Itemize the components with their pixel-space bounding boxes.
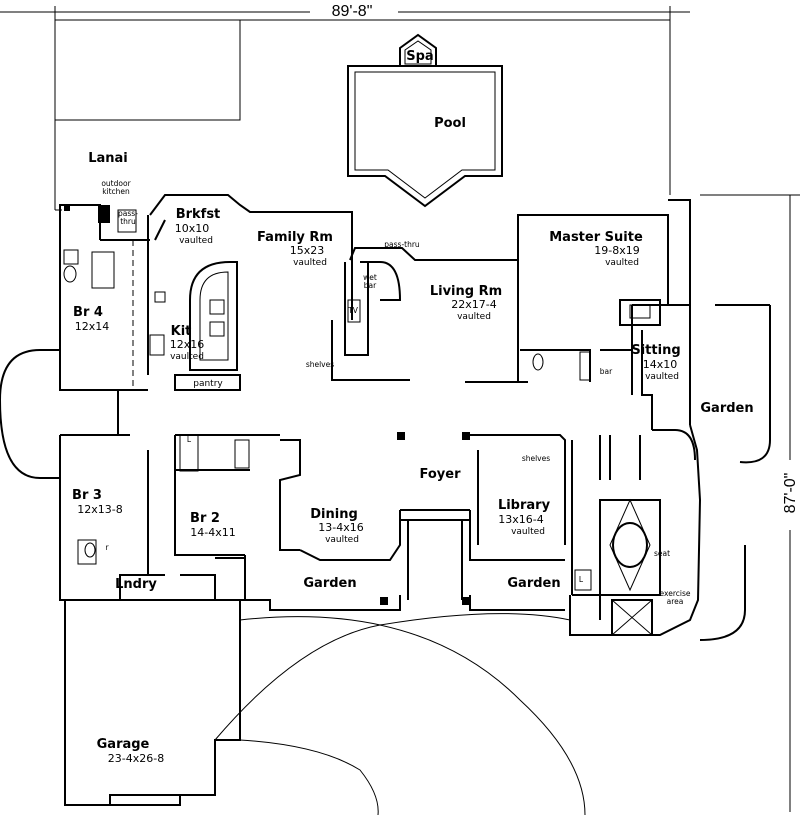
bar-master-label: bar	[600, 367, 613, 376]
lot-outline	[54, 19, 671, 211]
garage-size: 23-4x26-8	[108, 752, 164, 765]
interior-walls: pantry	[60, 215, 696, 636]
lndry-label: Lndry	[115, 577, 157, 592]
library-label: Library	[498, 498, 551, 513]
lanai-label: Lanai	[88, 151, 128, 166]
pass-thru-top-label: pass-thru	[384, 240, 420, 249]
pool-label: Pool	[434, 116, 466, 131]
pantry-label: pantry	[193, 379, 223, 389]
dining-size: 13-4x16	[318, 521, 363, 534]
garden-right-label: Garden	[507, 576, 560, 591]
br2-label: Br 2	[190, 511, 220, 526]
master-suite-note: vaulted	[605, 258, 639, 268]
depth-dimension-label: 87'-0"	[782, 473, 799, 514]
br4-size: 12x14	[75, 320, 110, 333]
tv-label: TV	[347, 306, 359, 315]
sitting-note: vaulted	[645, 372, 679, 382]
garden-east-label: Garden	[700, 401, 753, 416]
sitting-label: Sitting	[631, 343, 680, 358]
living-rm-size: 22x17-4	[451, 298, 496, 311]
brkfst-label: Brkfst	[176, 207, 221, 222]
family-rm-label: Family Rm	[257, 230, 333, 245]
fixtures	[63, 205, 592, 605]
master-suite-label: Master Suite	[549, 230, 643, 245]
pool: Spa Pool	[347, 33, 503, 208]
outdoor-kitchen-label-1: outdoor	[101, 179, 131, 188]
garden-left-label: Garden	[303, 576, 356, 591]
garage	[64, 599, 586, 815]
family-rm-size: 15x23	[290, 244, 325, 257]
shelves-library-label: shelves	[522, 454, 550, 463]
outdoor-kitchen-label-2: kitchen	[102, 187, 130, 196]
living-rm-note: vaulted	[457, 312, 491, 322]
seat-label: seat	[654, 549, 670, 558]
foyer-label: Foyer	[420, 467, 462, 482]
exercise-label-2: area	[667, 597, 684, 606]
garage-label: Garage	[97, 737, 150, 752]
master-suite-size: 19-8x19	[594, 244, 639, 257]
br3-label: Br 3	[72, 488, 102, 503]
pass-thru-label-2: thru	[120, 217, 136, 226]
br3-size: 12x13-8	[77, 503, 122, 516]
sitting-size: 14x10	[643, 358, 678, 371]
library-size: 13x16-4	[498, 513, 543, 526]
kit-note: vaulted	[170, 352, 204, 362]
bath-l-label: L	[579, 575, 584, 584]
kit-size: 12x16	[170, 338, 205, 351]
lndry-r-label: r	[105, 543, 109, 552]
shelves-family-label: shelves	[306, 360, 334, 369]
depth-dimension: 87'-0"	[700, 194, 800, 812]
brkfst-note: vaulted	[179, 236, 213, 246]
pass-thru-label-1: pass-	[118, 209, 138, 218]
wet-bar-label-1: wet	[363, 273, 377, 282]
exercise-label-1: exercise	[660, 589, 691, 598]
br4-label: Br 4	[73, 305, 103, 320]
width-dimension: 89'-8"	[0, 3, 690, 20]
width-dimension-label: 89'-8"	[332, 3, 373, 20]
kit-label: Kit	[171, 324, 192, 339]
library-note: vaulted	[511, 527, 545, 537]
brkfst-size: 10x10	[175, 222, 210, 235]
living-rm-label: Living Rm	[430, 284, 502, 299]
spa-label: Spa	[406, 49, 433, 64]
dining-label: Dining	[310, 507, 358, 522]
family-rm-note: vaulted	[293, 258, 327, 268]
dining-note: vaulted	[325, 535, 359, 545]
br2-l-label: L	[187, 435, 192, 444]
br2-size: 14-4x11	[190, 526, 235, 539]
wet-bar-label-2: bar	[364, 281, 377, 290]
